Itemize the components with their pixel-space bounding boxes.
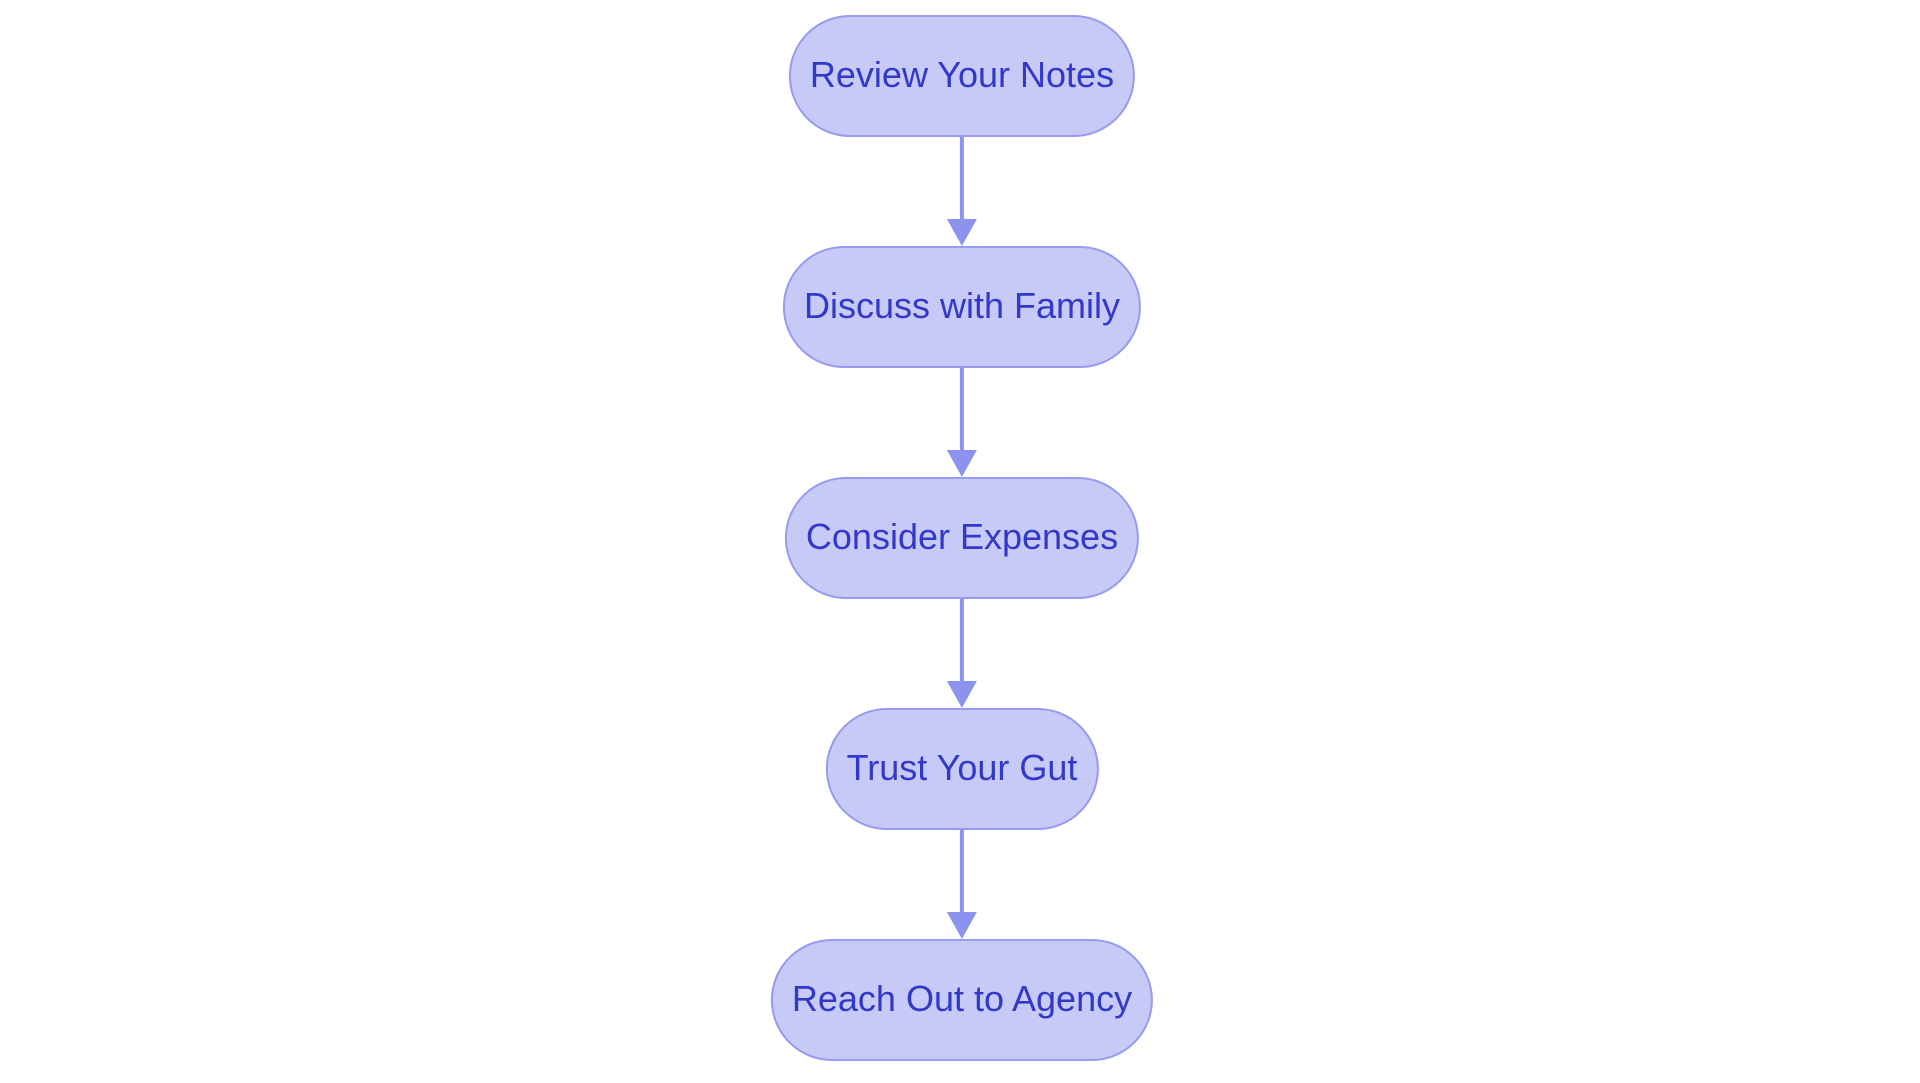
- arrow-head-icon: [947, 219, 977, 246]
- flow-edge-2: [947, 368, 977, 477]
- arrow-line: [960, 830, 964, 912]
- flow-node-reach-out-to-agency: Reach Out to Agency: [770, 939, 1154, 1061]
- flow-edge-4: [947, 830, 977, 939]
- flow-node-review-your-notes: Review Your Notes: [788, 15, 1136, 137]
- arrow-head-icon: [947, 912, 977, 939]
- arrow-head-icon: [947, 450, 977, 477]
- flow-node-trust-your-gut: Trust Your Gut: [825, 708, 1099, 830]
- arrow-head-icon: [947, 681, 977, 708]
- flow-node-label: Review Your Notes: [809, 54, 1115, 95]
- flow-edge-3: [947, 599, 977, 708]
- arrow-line: [960, 137, 964, 219]
- flow-node-label: Reach Out to Agency: [791, 978, 1133, 1019]
- flow-edge-1: [947, 137, 977, 246]
- flow-node-label: Trust Your Gut: [846, 747, 1078, 788]
- flow-node-discuss-with-family: Discuss with Family: [782, 246, 1142, 368]
- flow-node-consider-expenses: Consider Expenses: [784, 477, 1140, 599]
- flowchart: Review Your Notes Discuss with Family Co…: [770, 15, 1154, 1061]
- flow-node-label: Consider Expenses: [805, 516, 1119, 557]
- flow-node-label: Discuss with Family: [803, 285, 1121, 326]
- arrow-line: [960, 599, 964, 681]
- arrow-line: [960, 368, 964, 450]
